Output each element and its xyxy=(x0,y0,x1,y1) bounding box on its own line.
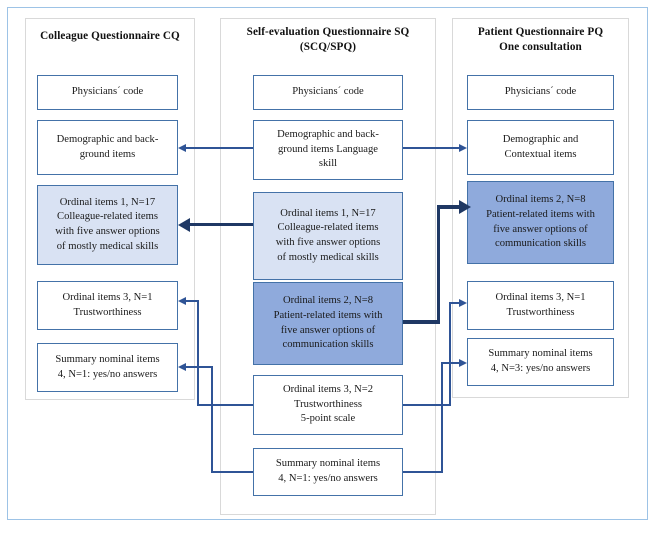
arrowhead-left-icon xyxy=(178,362,186,371)
node-cq-ordinal-items-1: Ordinal items 1, N=17 Colleague-related … xyxy=(37,185,178,265)
connector-segment xyxy=(190,223,253,227)
node-label: Ordinal items 3, N=1 Trustworthiness xyxy=(62,291,153,318)
node-label: Physicians´ code xyxy=(292,86,364,98)
connector-segment xyxy=(186,366,213,368)
connector-segment xyxy=(441,362,443,473)
node-label: Ordinal items 1, N=17 Colleague-related … xyxy=(275,207,381,263)
connector-segment xyxy=(449,302,459,304)
node-pq-demographic-contextual: Demographic and Contextual items xyxy=(467,120,614,175)
connector-segment xyxy=(186,147,253,149)
outer-frame xyxy=(7,7,648,520)
node-sq-summary-nominal-items: Summary nominal items 4, N=1: yes/no ans… xyxy=(253,448,403,496)
arrowhead-left-icon xyxy=(178,296,186,305)
node-label: Physicians´ code xyxy=(504,86,577,98)
connector-segment xyxy=(186,300,199,302)
node-cq-summary-nominal-items: Summary nominal items 4, N=1: yes/no ans… xyxy=(37,343,178,392)
node-sq-ordinal-items-3: Ordinal items 3, N=2 Trustworthiness 5-p… xyxy=(253,375,403,435)
node-sq-physicians-code: Physicians´ code xyxy=(253,75,403,110)
connector-segment xyxy=(403,147,459,149)
node-sq-ordinal-items-2: Ordinal items 2, N=8 Patient-related ite… xyxy=(253,282,403,365)
connector-segment xyxy=(403,404,451,406)
column-title-pq: Patient Questionnaire PQ One consultatio… xyxy=(477,26,604,53)
node-label: Summary nominal items 4, N=1: yes/no ans… xyxy=(275,458,381,484)
column-title-sq: Self-evaluation Questionnaire SQ (SCQ/SP… xyxy=(246,26,410,53)
connector-segment xyxy=(403,471,443,473)
connector-segment xyxy=(211,471,253,473)
node-label: Ordinal items 1, N=17 Colleague-related … xyxy=(55,196,160,252)
node-pq-summary-nominal-items: Summary nominal items 4, N=3: yes/no ans… xyxy=(467,338,614,386)
arrowhead-right-icon xyxy=(459,200,471,214)
node-sq-demographic-background-language: Demographic and back- ground items Langu… xyxy=(253,120,403,180)
node-label: Ordinal items 3, N=1 Trustworthiness xyxy=(495,291,586,318)
arrowhead-left-icon xyxy=(178,143,186,152)
node-label: Ordinal items 2, N=8 Patient-related ite… xyxy=(273,295,383,351)
node-cq-physicians-code: Physicians´ code xyxy=(37,75,178,110)
node-pq-physicians-code: Physicians´ code xyxy=(467,75,614,110)
node-pq-ordinal-items-3: Ordinal items 3, N=1 Trustworthiness xyxy=(467,281,614,330)
node-pq-ordinal-items-2: Ordinal items 2, N=8 Patient-related ite… xyxy=(467,181,614,264)
node-sq-ordinal-items-1: Ordinal items 1, N=17 Colleague-related … xyxy=(253,192,403,280)
connector-segment xyxy=(436,205,459,209)
node-label: Ordinal items 3, N=2 Trustworthiness 5-p… xyxy=(282,384,374,425)
node-label: Demographic and back- ground items xyxy=(56,133,159,160)
arrowhead-right-icon xyxy=(459,143,467,152)
connector-segment xyxy=(449,302,451,406)
arrowhead-left-icon xyxy=(178,217,190,232)
arrowhead-right-icon xyxy=(459,298,467,307)
connector-segment xyxy=(211,366,213,473)
node-label: Summary nominal items 4, N=1: yes/no ans… xyxy=(55,353,160,380)
arrowhead-right-icon xyxy=(459,358,467,367)
connector-segment xyxy=(197,300,199,406)
node-label: Demographic and back- ground items Langu… xyxy=(277,129,379,170)
connector-segment xyxy=(403,320,440,324)
node-label: Physicians´ code xyxy=(71,86,144,98)
connector-segment xyxy=(197,404,253,406)
connector-segment xyxy=(441,362,459,364)
node-label: Summary nominal items 4, N=3: yes/no ans… xyxy=(488,348,593,374)
node-label: Demographic and Contextual items xyxy=(502,133,579,160)
node-cq-demographic-background: Demographic and back- ground items xyxy=(37,120,178,175)
node-label: Ordinal items 2, N=8 Patient-related ite… xyxy=(486,194,595,250)
column-title-cq: Colleague Questionnaire CQ xyxy=(40,30,180,42)
connector-segment xyxy=(436,205,440,324)
node-cq-ordinal-items-3: Ordinal items 3, N=1 Trustworthiness xyxy=(37,281,178,330)
